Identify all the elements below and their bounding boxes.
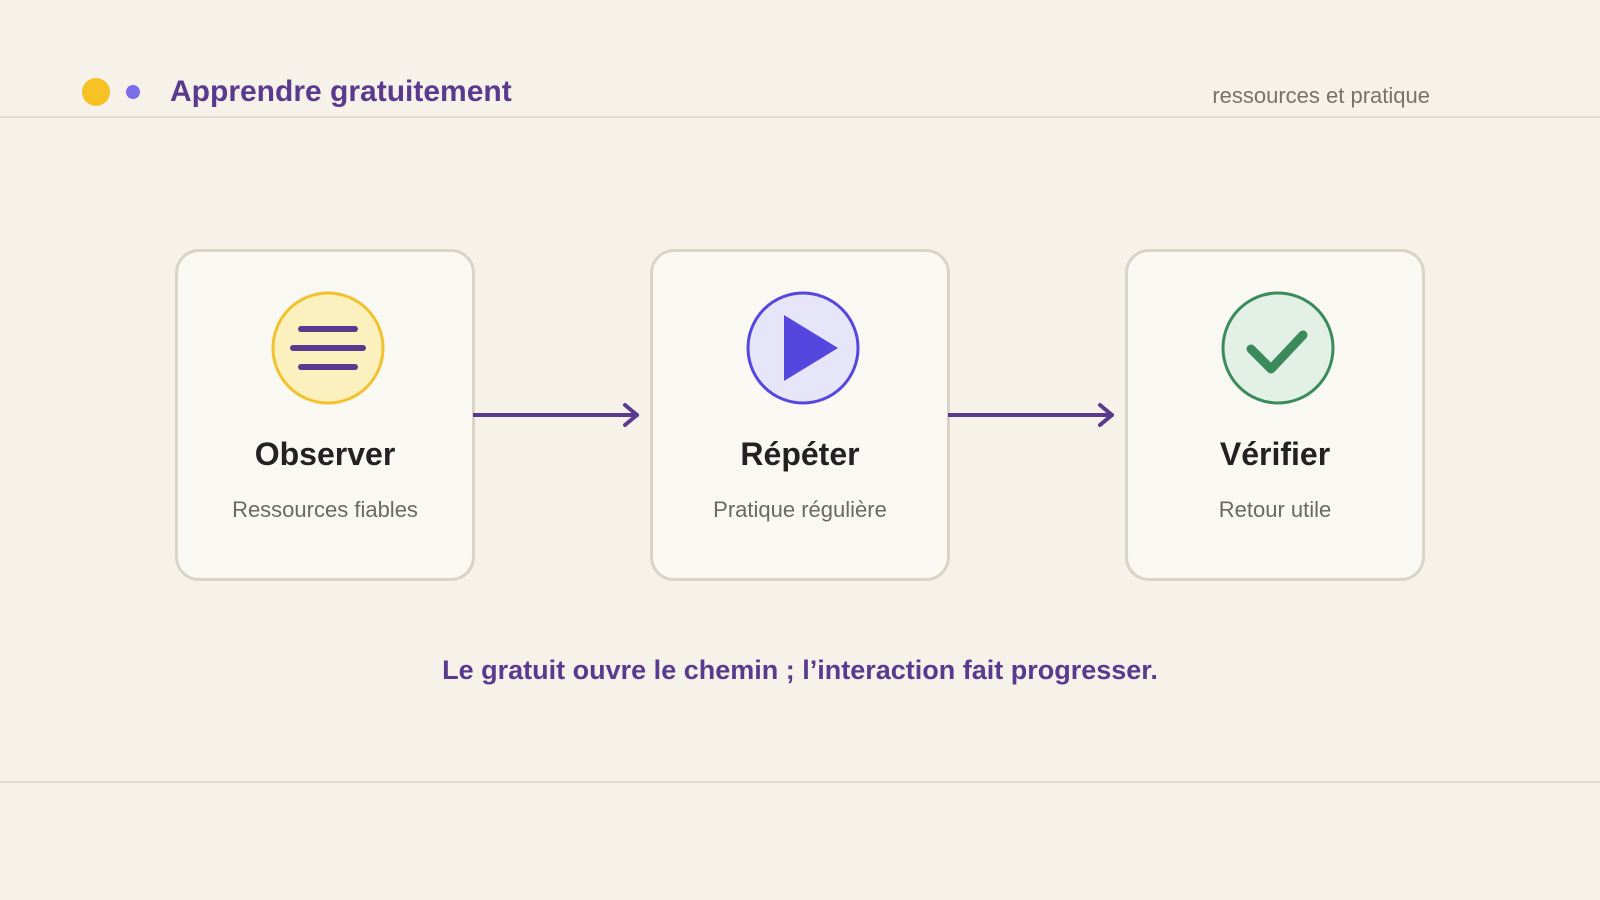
blue-dot-icon (126, 85, 140, 99)
arrow-right-icon (948, 402, 1116, 428)
yellow-dot-icon (82, 78, 110, 106)
arrow-right-icon (473, 402, 641, 428)
step-description: Pratique régulière (713, 497, 887, 522)
check-icon (1221, 291, 1335, 405)
tagline: Le gratuit ouvre le chemin ; l’interacti… (442, 655, 1158, 685)
page-subtitle: ressources et pratique (1212, 83, 1430, 108)
play-icon (746, 291, 860, 405)
step-title: Observer (254, 436, 396, 472)
header: Apprendre gratuitement ressources et pra… (0, 0, 1600, 118)
step-title: Vérifier (1219, 436, 1331, 472)
page-title: Apprendre gratuitement (170, 75, 512, 108)
step-card-observer: Observer Ressources fiables (175, 249, 475, 581)
step-description: Retour utile (1218, 497, 1332, 522)
step-card-repeter: Répéter Pratique régulière (650, 249, 950, 581)
step-card-verifier: Vérifier Retour utile (1125, 249, 1425, 581)
step-title: Répéter (740, 436, 860, 472)
step-description: Ressources fiables (232, 497, 418, 522)
footer-divider (0, 781, 1600, 783)
menu-lines-icon (271, 291, 385, 405)
